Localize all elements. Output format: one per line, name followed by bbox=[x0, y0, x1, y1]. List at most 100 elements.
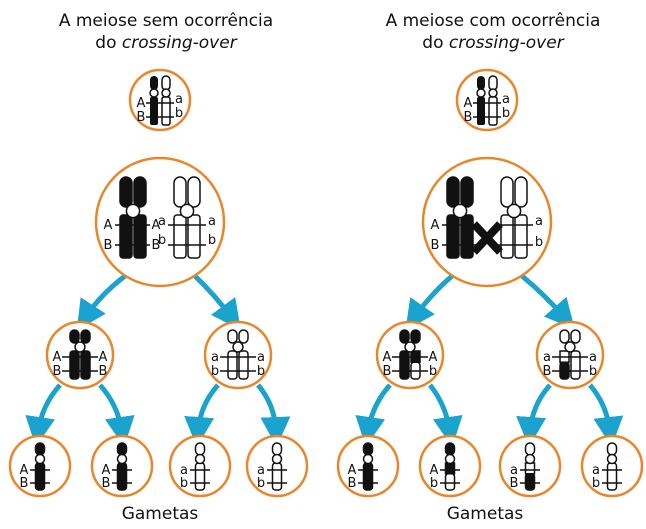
chromatid-arm-top bbox=[524, 442, 536, 456]
centromere bbox=[362, 453, 374, 465]
allele-label: B bbox=[53, 364, 62, 379]
allele-label: B bbox=[99, 364, 108, 379]
process-arrow bbox=[256, 383, 291, 447]
centromere bbox=[271, 453, 283, 465]
chromatid-arm-bottom-lower bbox=[444, 473, 456, 491]
allele-label: b bbox=[211, 364, 219, 379]
centromere bbox=[116, 453, 128, 465]
allele-label: a bbox=[175, 92, 183, 107]
chromatid-arm-bottom bbox=[227, 350, 238, 380]
chromatid-arm-top bbox=[116, 442, 128, 456]
chromatid-arm-top bbox=[399, 329, 410, 344]
right-gametes-label: Gametas bbox=[446, 504, 524, 524]
centromere bbox=[125, 203, 141, 219]
centromere bbox=[444, 453, 456, 465]
chromatid-arm-bottom bbox=[194, 462, 206, 491]
chromatid-arm-top bbox=[227, 329, 238, 344]
allele-label: a bbox=[535, 214, 543, 229]
centromere bbox=[476, 88, 486, 98]
chromatid-arm-top bbox=[119, 176, 133, 208]
chromatid-arm-bottom bbox=[460, 214, 474, 259]
allele-label: A bbox=[152, 218, 161, 233]
allele-label: b bbox=[158, 233, 166, 248]
allele-label: b bbox=[257, 364, 265, 379]
chromosome-arm-top bbox=[161, 75, 171, 91]
process-arrow bbox=[25, 383, 62, 447]
chromatid-arm-bottom bbox=[80, 350, 91, 380]
centromere bbox=[194, 453, 206, 465]
cell-outline bbox=[455, 68, 519, 132]
left-title: A meiose sem ocorrência do crossing-over bbox=[16, 10, 316, 54]
right-title-line2: do crossing-over bbox=[422, 33, 564, 53]
chromatid-arm-bottom bbox=[446, 214, 460, 259]
gamete-right-3: aB bbox=[498, 434, 562, 498]
allele-label: B bbox=[383, 364, 392, 379]
allele-label: a bbox=[592, 463, 600, 478]
gamete-left-2: AB bbox=[90, 434, 154, 498]
centromere bbox=[404, 341, 416, 353]
chromatid-arm-top bbox=[133, 176, 147, 208]
chromatid-arm-top bbox=[69, 329, 80, 344]
allele-label: B bbox=[20, 476, 29, 491]
chromatid-arm-bottom-lower bbox=[524, 473, 536, 491]
process-arrow bbox=[184, 383, 220, 447]
allele-label: A bbox=[137, 96, 146, 111]
chromatid-arm-bottom bbox=[133, 214, 147, 259]
allele-label: A bbox=[464, 96, 473, 111]
process-arrow bbox=[76, 274, 127, 331]
centromere bbox=[179, 203, 195, 219]
gamete-left-1: AB bbox=[8, 434, 72, 498]
allele-label: b bbox=[535, 235, 543, 250]
allele-label: b bbox=[502, 106, 510, 121]
chromatid-arm-bottom bbox=[362, 462, 374, 491]
gamete-right-4: ab bbox=[580, 434, 644, 498]
allele-label: B bbox=[102, 476, 111, 491]
allele-label: A bbox=[20, 463, 29, 478]
chromosome-arm-bottom bbox=[477, 97, 485, 125]
allele-label: B bbox=[348, 476, 357, 491]
chromosome-arm-top bbox=[477, 76, 485, 90]
crossing-over-chiasma bbox=[471, 221, 503, 255]
allele-label: b bbox=[429, 364, 437, 379]
allele-label: B bbox=[152, 238, 161, 253]
chromatid-arm-top bbox=[559, 329, 570, 344]
chromatid-arm-bottom-upper bbox=[444, 462, 456, 475]
chromatid-arm-top bbox=[410, 329, 421, 344]
centromere bbox=[149, 88, 159, 98]
centromere bbox=[34, 453, 46, 465]
allele-label: a bbox=[208, 214, 216, 229]
circles-layer: ABabABabABABababABabABABababABAbaBabABAB… bbox=[8, 68, 644, 498]
allele-label: b bbox=[208, 233, 216, 248]
gamete-right-1: AB bbox=[336, 434, 400, 498]
centromere bbox=[452, 203, 468, 219]
allele-label: a bbox=[543, 350, 551, 365]
chromatid-arm-top bbox=[570, 329, 581, 344]
allele-label: a bbox=[502, 92, 510, 107]
chromatid-arm-bottom bbox=[570, 350, 581, 380]
chromatid-arm-top bbox=[444, 442, 456, 456]
chromatid-arm-bottom bbox=[69, 350, 80, 380]
chromatid-arm-top bbox=[606, 442, 618, 456]
allele-label: a bbox=[510, 463, 518, 478]
allele-label: a bbox=[589, 350, 597, 365]
centromere bbox=[74, 341, 86, 353]
chromatid-arm-top bbox=[34, 442, 46, 456]
allele-label: A bbox=[348, 463, 357, 478]
chromatid-arm-bottom bbox=[514, 214, 528, 259]
process-arrow bbox=[355, 383, 392, 447]
allele-label: a bbox=[257, 350, 265, 365]
chromatid-arm-bottom bbox=[399, 350, 410, 380]
allele-label: b bbox=[180, 476, 188, 491]
allele-label: a bbox=[180, 463, 188, 478]
right-title: A meiose com ocorrência do crossing-over bbox=[343, 10, 643, 54]
allele-label: B bbox=[464, 110, 473, 125]
chromosome-arm-top bbox=[488, 75, 498, 91]
centromere bbox=[161, 88, 171, 98]
allele-label: b bbox=[257, 476, 265, 491]
chromosome-arm-bottom bbox=[161, 96, 171, 126]
